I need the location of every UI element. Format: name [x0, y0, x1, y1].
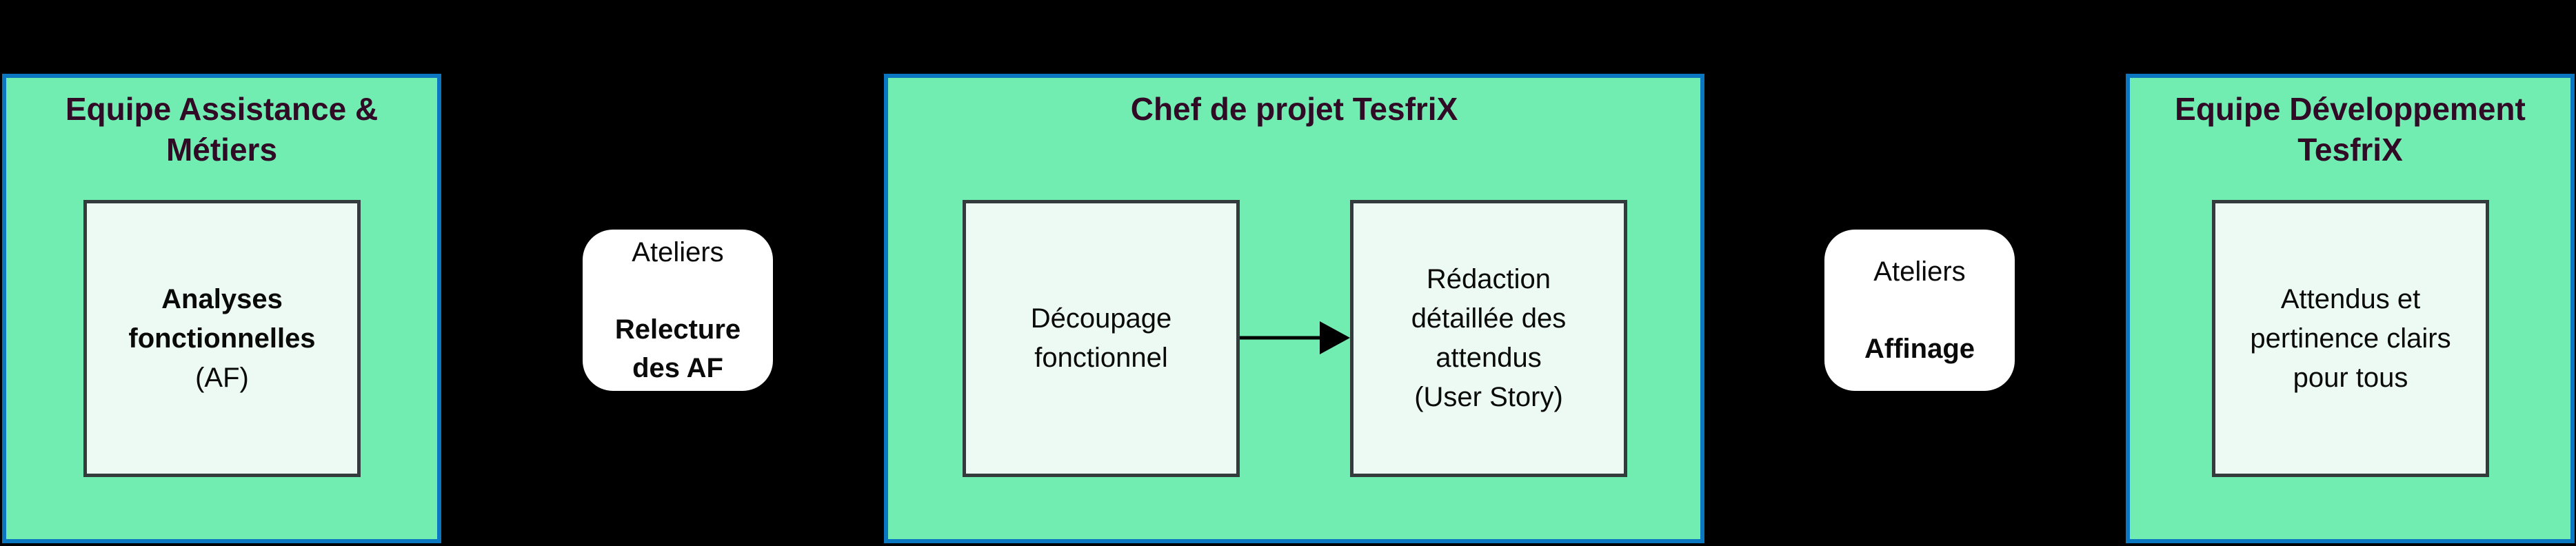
card-text-line: Rédaction — [1426, 264, 1551, 294]
card-text: Attendus et pertinence clairs pour tous — [2250, 280, 2451, 398]
pill-bold-label: Affinage — [1824, 330, 2015, 368]
lane-title-line: Chef de projet TesfriX — [1130, 91, 1458, 127]
pill-top-label: Ateliers — [632, 237, 724, 267]
lane-title-line: Equipe Assistance & — [65, 91, 379, 127]
card-text-line: pertinence clairs — [2250, 323, 2451, 354]
lane-title-chef-de-projet: Chef de projet TesfriX — [888, 89, 1700, 130]
pill-ateliers-affinage: Ateliers Affinage — [1824, 230, 2015, 391]
pill-bold-label: Relecture des AF — [583, 310, 773, 387]
lane-equipe-developpement-tesfrix: Equipe Développement TesfriX Attendus et… — [2126, 74, 2575, 543]
pill-bold-line: Affinage — [1864, 334, 1975, 364]
card-text-line: détaillée des — [1411, 303, 1567, 334]
card-analyses-fonctionnelles: Analyses fonctionnelles (AF) — [83, 200, 361, 477]
lane-title-equipe-assistance: Equipe Assistance & Métiers — [6, 89, 437, 170]
pill-ateliers-relecture-des-af: Ateliers Relecture des AF — [583, 230, 773, 391]
card-text: Découpage fonctionnel — [1031, 299, 1172, 378]
lane-equipe-assistance-metiers: Equipe Assistance & Métiers Analyses fon… — [2, 74, 441, 543]
card-attendus-pertinence: Attendus et pertinence clairs pour tous — [2212, 200, 2489, 477]
card-text-line: Découpage — [1030, 303, 1172, 334]
lane-title-equipe-developpement: Equipe Développement TesfriX — [2130, 89, 2570, 170]
card-text: Analyses fonctionnelles (AF) — [128, 280, 315, 398]
card-text-line: fonctionnel — [1034, 343, 1168, 373]
lane-title-line: TesfriX — [2297, 132, 2403, 168]
card-text-line: Attendus et — [2280, 283, 2421, 314]
lane-title-line: Equipe Développement — [2175, 91, 2526, 127]
card-text-line: attendus — [1436, 343, 1542, 373]
card-text: Rédaction détaillée des attendus (User S… — [1411, 260, 1567, 417]
card-text-line: Analyses — [161, 283, 283, 314]
lane-title-line: Métiers — [165, 132, 278, 168]
card-text-line: (User Story) — [1414, 382, 1563, 412]
pill-top-label: Ateliers — [1873, 256, 1966, 287]
card-text-line: (AF) — [195, 362, 249, 393]
lane-chef-de-projet-tesfrix: Chef de projet TesfriX Découpage fonctio… — [884, 74, 1704, 543]
card-redaction-detaillee-attendus: Rédaction détaillée des attendus (User S… — [1350, 200, 1627, 477]
card-text-line: pour tous — [2293, 362, 2408, 393]
pill-bold-line: Relecture — [614, 314, 741, 345]
arrow-decoupage-to-redaction-icon — [1240, 321, 1350, 354]
card-text-line: fonctionnelles — [128, 323, 316, 354]
pill-bold-line: des AF — [632, 353, 723, 383]
card-decoupage-fonctionnel: Découpage fonctionnel — [963, 200, 1240, 477]
